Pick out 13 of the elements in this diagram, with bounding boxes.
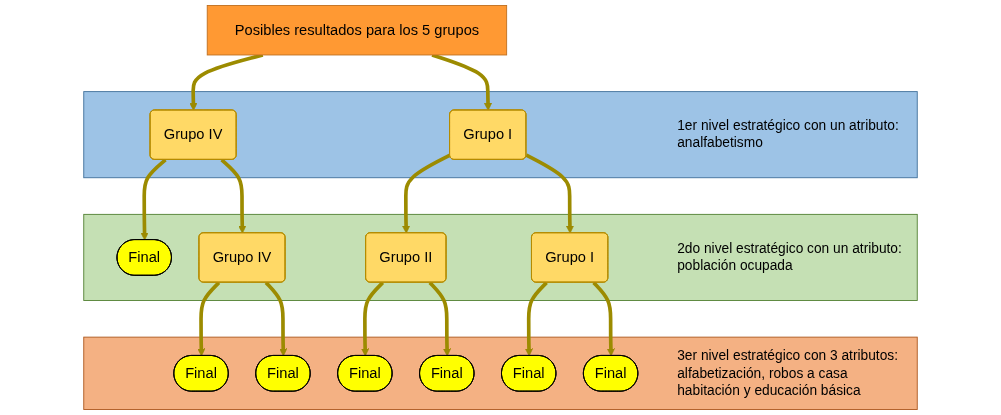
arrow <box>189 53 264 111</box>
node-box: Posibles resultados para los 5 grupos <box>206 5 508 56</box>
arrow <box>220 158 247 234</box>
arrow <box>264 281 288 357</box>
arrow <box>197 281 221 357</box>
arrow <box>361 281 385 357</box>
arrow <box>431 53 493 111</box>
arrow <box>524 281 548 357</box>
arrow <box>428 281 452 357</box>
arrow <box>140 158 167 241</box>
arrow <box>525 153 574 234</box>
arrow <box>592 281 615 357</box>
arrow <box>402 153 451 234</box>
